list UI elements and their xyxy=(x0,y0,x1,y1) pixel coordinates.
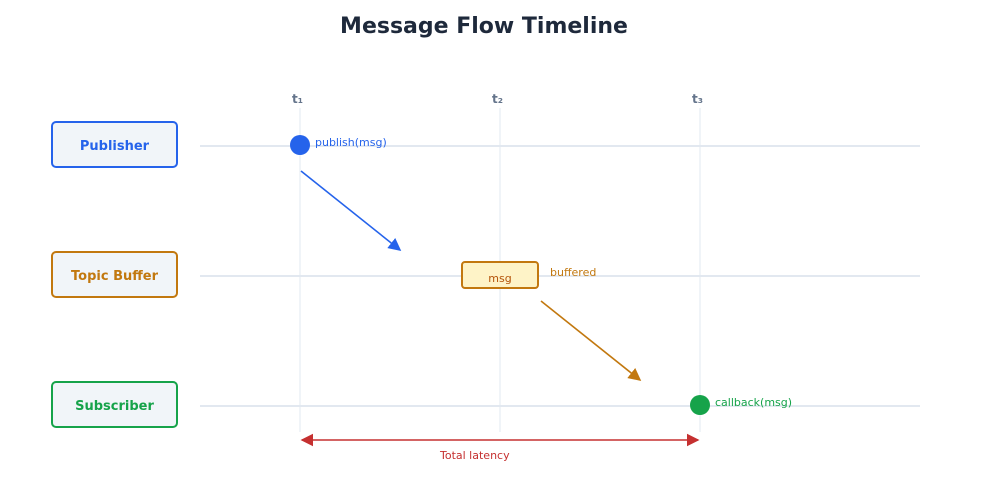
publish-arrow xyxy=(300,170,402,251)
tick-t3: t₃ xyxy=(692,92,703,106)
callback-event-dot xyxy=(690,395,710,415)
deliver-arrow xyxy=(540,300,642,381)
diagram-title: Message Flow Timeline xyxy=(340,14,628,39)
buffered-label: buffered xyxy=(550,266,597,279)
message-box: msg xyxy=(461,261,539,289)
lane-subscriber: Subscriber xyxy=(51,381,178,428)
grid-lines xyxy=(200,108,920,432)
callback-label: callback(msg) xyxy=(715,396,793,409)
latency-label: Total latency xyxy=(440,449,510,462)
lane-publisher: Publisher xyxy=(51,121,178,168)
lane-topic-buffer: Topic Buffer xyxy=(51,251,178,298)
tick-t2: t₂ xyxy=(492,92,503,106)
tick-t1: t₁ xyxy=(292,92,303,106)
publish-event-dot xyxy=(290,135,310,155)
publish-label: publish(msg) xyxy=(315,136,387,149)
